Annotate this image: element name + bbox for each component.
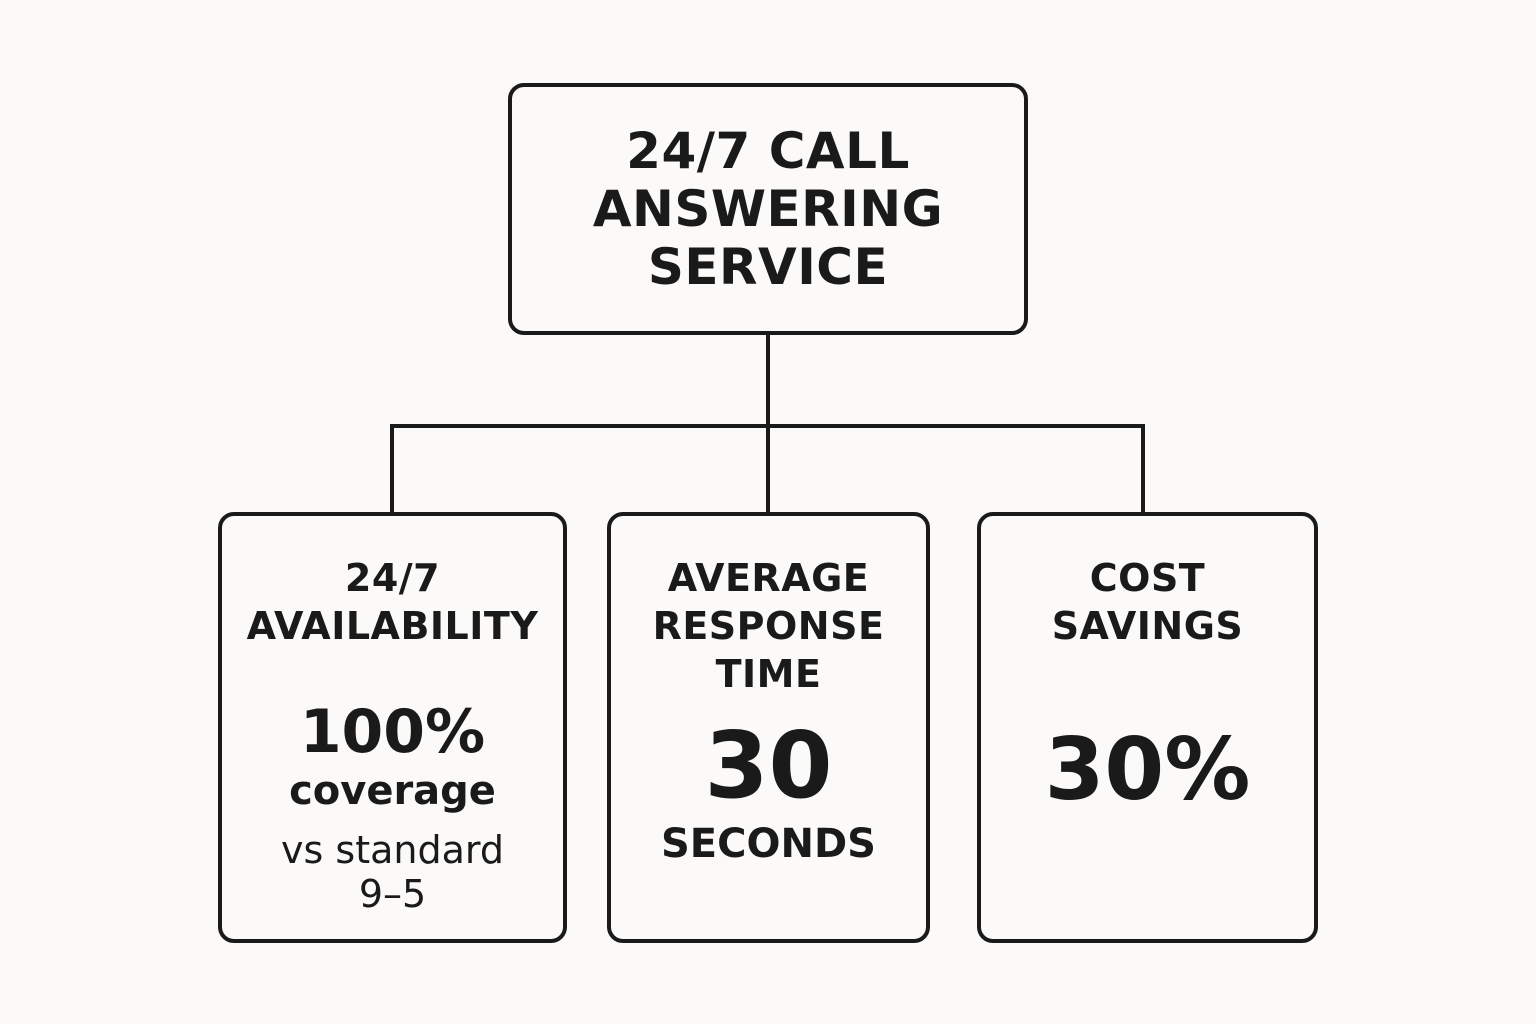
child-node-cost-savings: COST SAVINGS 30% bbox=[977, 512, 1318, 943]
cost-savings-title: COST SAVINGS bbox=[1051, 556, 1244, 648]
cost-savings-value: 30% bbox=[1044, 720, 1251, 820]
availability-value: 100% bbox=[299, 697, 486, 767]
root-node-title: 24/7 CALL ANSWERING SERVICE bbox=[592, 122, 944, 296]
availability-unit: coverage bbox=[289, 768, 496, 814]
child-node-response-time: AVERAGE RESPONSE TIME 30 SECONDS bbox=[607, 512, 930, 943]
availability-note: vs standard 9–5 bbox=[281, 828, 504, 916]
root-node: 24/7 CALL ANSWERING SERVICE bbox=[508, 83, 1028, 335]
response-time-value: 30 bbox=[704, 712, 833, 819]
response-time-unit: SECONDS bbox=[661, 821, 876, 867]
availability-title: 24/7 AVAILABILITY bbox=[246, 556, 539, 648]
response-time-title: AVERAGE RESPONSE TIME bbox=[652, 556, 885, 696]
child-node-availability: 24/7 AVAILABILITY 100% coverage vs stand… bbox=[218, 512, 567, 943]
